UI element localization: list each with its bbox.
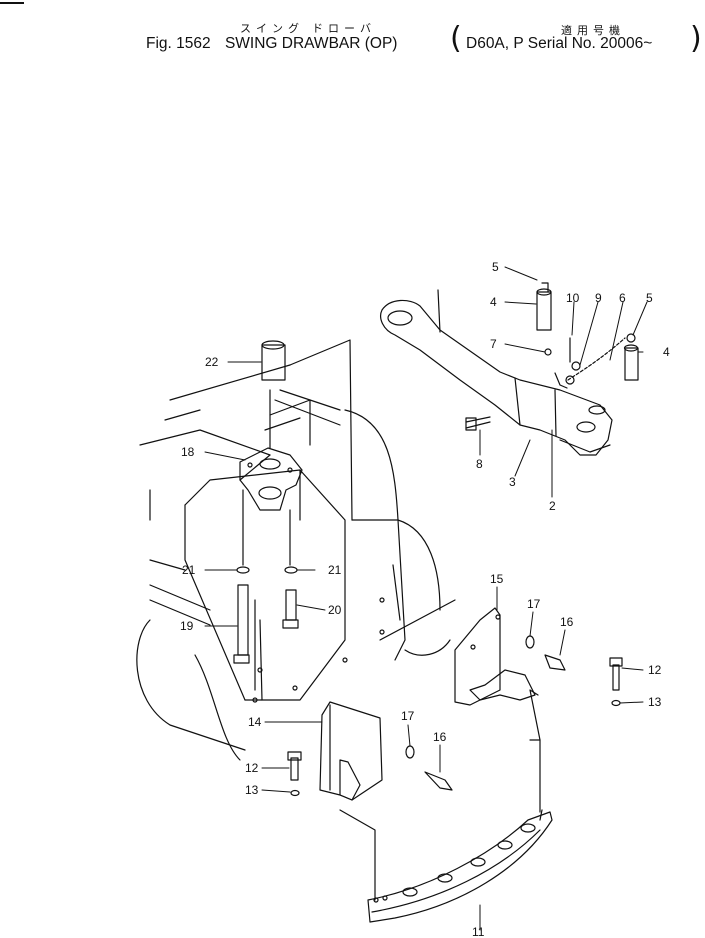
callout-4: 4 bbox=[490, 295, 497, 309]
callout-15: 15 bbox=[490, 572, 504, 586]
tractor-body bbox=[136, 339, 456, 761]
drawbar-arm bbox=[380, 289, 613, 456]
figure-number: Fig. 1562 bbox=[146, 35, 211, 52]
callout-5: 5 bbox=[492, 260, 499, 274]
callout-8: 8 bbox=[476, 457, 483, 471]
bolts-19-20 bbox=[233, 489, 299, 664]
leader-lines bbox=[204, 266, 648, 931]
callout-4b: 4 bbox=[663, 345, 670, 359]
callout-14: 14 bbox=[248, 715, 262, 729]
japanese-title: スイング ドローバ bbox=[240, 23, 376, 35]
open-paren: ( bbox=[450, 21, 462, 56]
callout-11: 11 bbox=[472, 925, 485, 938]
callout-6: 6 bbox=[619, 291, 626, 305]
callout-17b: 17 bbox=[401, 709, 415, 723]
callout-12b: 12 bbox=[245, 761, 259, 775]
figure-title: Fig. 1562 SWING DRAWBAR (OP) bbox=[146, 35, 407, 53]
callout-13: 13 bbox=[648, 695, 662, 709]
japanese-applicability: 適用号機 bbox=[561, 25, 625, 37]
corner-mark bbox=[0, 2, 24, 4]
bracket-right bbox=[454, 607, 623, 707]
callout-22: 22 bbox=[205, 355, 219, 369]
callout-9: 9 bbox=[595, 291, 602, 305]
pins-and-chain bbox=[465, 282, 639, 431]
callout-10: 10 bbox=[566, 291, 580, 305]
bracket-left bbox=[287, 701, 453, 801]
callout-17: 17 bbox=[527, 597, 541, 611]
callout-21b: 21 bbox=[328, 563, 342, 577]
model: D60A, P bbox=[466, 35, 524, 52]
callout-13b: 13 bbox=[245, 783, 259, 797]
callout-21: 21 bbox=[182, 563, 196, 577]
callout-16: 16 bbox=[560, 615, 574, 629]
callout-2: 2 bbox=[549, 499, 556, 513]
figure-name: SWING DRAWBAR (OP) bbox=[224, 35, 398, 52]
callout-5b: 5 bbox=[646, 291, 653, 305]
applicability: D60A, P Serial No. 20006~ bbox=[466, 35, 652, 53]
callout-3: 3 bbox=[509, 475, 516, 489]
callout-7: 7 bbox=[490, 337, 497, 351]
callout-18: 18 bbox=[181, 445, 195, 459]
callouts: 5 4 10 9 6 5 7 4 8 3 2 22 18 21 21 20 19… bbox=[180, 260, 670, 938]
callout-16b: 16 bbox=[433, 730, 447, 744]
close-paren: ) bbox=[690, 21, 702, 56]
callout-20: 20 bbox=[328, 603, 342, 617]
callout-12: 12 bbox=[648, 663, 662, 677]
serial-number: Serial No. 20006~ bbox=[527, 35, 653, 52]
curved-drawbar bbox=[339, 689, 553, 923]
swing-bracket bbox=[239, 340, 303, 511]
callout-19: 19 bbox=[180, 619, 194, 633]
